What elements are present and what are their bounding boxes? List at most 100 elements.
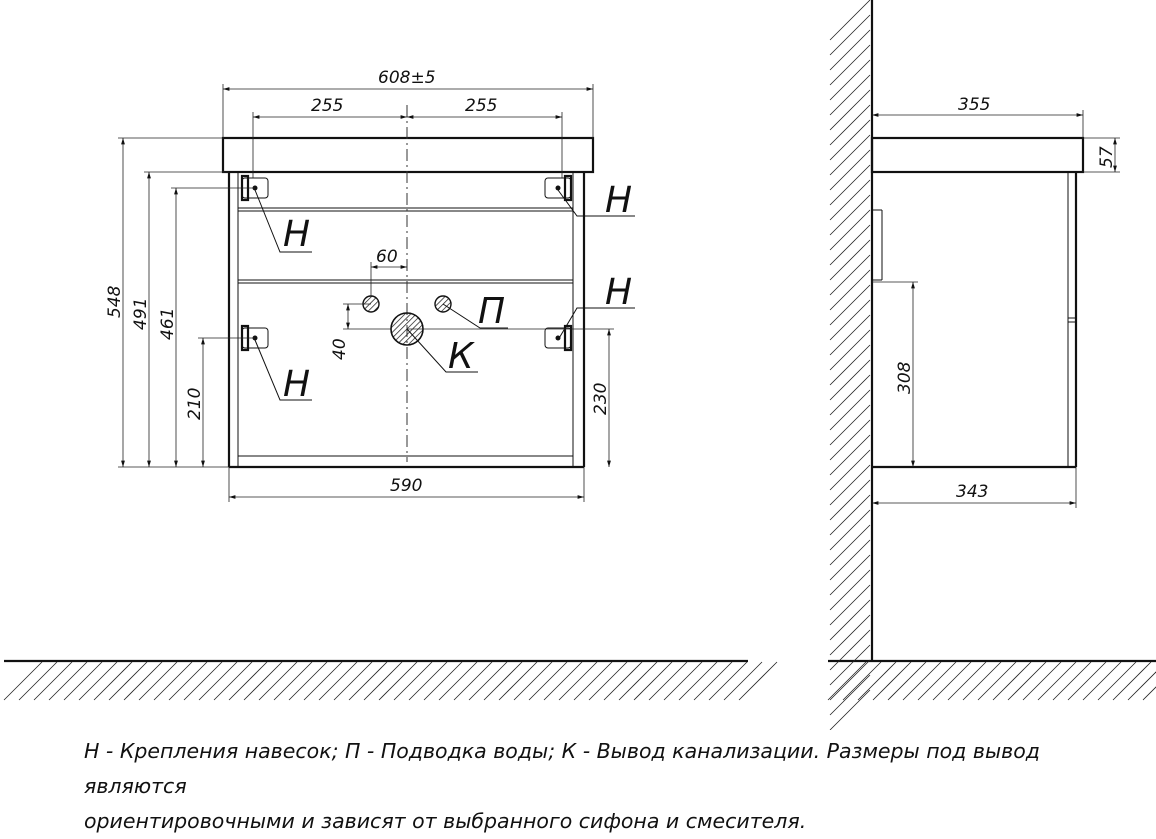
legend: Н - Крепления навесок; П - Подводка воды… [84, 734, 1144, 839]
hatch-line [829, 224, 871, 266]
hatch-line [829, 629, 871, 671]
hatch-line [829, 254, 871, 296]
hatch-line [408, 661, 448, 701]
dim-height-230-text: 230 [591, 383, 611, 415]
hatch-line [887, 661, 927, 701]
hatch-line [93, 661, 133, 701]
hatch-line [829, 479, 871, 521]
hatch-line [318, 661, 358, 701]
label-mount-bottom-left: Н [283, 364, 310, 405]
dim-pipe-offset-v: 40 [330, 303, 391, 360]
hatch-line [829, 164, 871, 206]
hatch-line [829, 419, 871, 461]
hatch-line [932, 661, 972, 701]
hatch-line [378, 661, 418, 701]
dim-pipe-offset-v-text: 40 [330, 338, 350, 360]
hatch-line [829, 449, 871, 491]
leader-mount-top-right: Н [557, 180, 635, 221]
dim-height-461-text: 461 [158, 308, 178, 340]
hatch-line [1052, 661, 1092, 701]
hatch-line [829, 89, 871, 131]
hatch-line [872, 661, 912, 701]
hatch-line [123, 661, 163, 701]
mount-bracket-top-right [544, 174, 573, 202]
hatch-line [78, 661, 118, 701]
leader-mount-top-left: Н [254, 189, 312, 255]
hatch-line [693, 661, 733, 701]
hatch-line [678, 661, 718, 701]
hatch-line [829, 284, 871, 326]
hatch-line [842, 661, 882, 701]
hatch-line [829, 374, 871, 416]
label-mount-top-right: Н [605, 180, 632, 221]
hatch-line [829, 314, 871, 356]
hatch-line [618, 661, 658, 701]
dim-half-left-text: 255 [311, 96, 343, 116]
dim-height-491-text: 491 [131, 298, 151, 330]
dim-total-width: 608±5 [222, 68, 594, 138]
hatch-line [468, 661, 508, 701]
dim-side-thickness: 57 [1083, 137, 1120, 173]
hatch-line [513, 661, 553, 701]
dim-pipe-offset-h: 60 [370, 247, 407, 296]
hatch-line [829, 0, 871, 41]
dim-side-thickness-text: 57 [1097, 146, 1117, 168]
dim-side-bottom-depth: 343 [872, 467, 1077, 508]
hatch-line [363, 661, 403, 701]
hatch-line [1142, 686, 1156, 701]
hatch-line [829, 404, 871, 446]
hatch-line [723, 661, 763, 701]
hatch-line [829, 359, 871, 401]
hatch-line [829, 194, 871, 236]
hatch-line [588, 661, 628, 701]
hatch-line [829, 389, 871, 431]
hatch-line [829, 29, 871, 71]
hatch-line [573, 661, 613, 701]
hatch-line [33, 661, 73, 701]
hatch-line [168, 661, 208, 701]
hatch-line [829, 614, 871, 656]
hatch-line [708, 661, 748, 701]
hatch-line [829, 149, 871, 191]
dim-bottom-width: 590 [228, 467, 585, 502]
label-mount-bottom-right: Н [605, 272, 632, 313]
floor-left [3, 659, 778, 701]
hatch-line [829, 344, 871, 386]
hatch-line [1082, 661, 1122, 701]
dim-height-210: 210 [185, 337, 255, 467]
dim-side-top-depth-text: 355 [958, 95, 990, 115]
hatch-line [829, 599, 871, 641]
hatch-line [829, 464, 871, 506]
dim-half-right-text: 255 [465, 96, 497, 116]
hatch-line [829, 569, 871, 611]
hatch-line [273, 661, 313, 701]
hatch-line [423, 661, 463, 701]
label-mount-top-left: Н [283, 214, 310, 255]
hatch-line [829, 434, 871, 476]
hatch-line [648, 661, 688, 701]
hatch-line [633, 661, 673, 701]
hatch-line [228, 661, 268, 701]
hatch-line [829, 14, 871, 56]
dim-side-bottom-depth-text: 343 [956, 482, 988, 502]
dim-halves: 255 255 [252, 96, 563, 178]
dim-side-inner-height: 308 [872, 281, 918, 467]
legend-line-2: ориентировочными и зависят от выбранного… [84, 809, 807, 833]
hatch-line [1007, 661, 1047, 701]
hatch-line [63, 661, 103, 701]
hatch-line [977, 661, 1017, 701]
dim-height-230: 230 [407, 328, 614, 467]
hatch-line [829, 509, 871, 551]
dim-side-inner-height-text: 308 [895, 361, 915, 394]
hatch-line [947, 661, 987, 701]
hatch-line [1037, 661, 1077, 701]
dim-height-548-text: 548 [105, 285, 125, 318]
leader-water: П [442, 291, 508, 332]
hatch-line [1022, 661, 1062, 701]
hatch-line [829, 494, 871, 536]
mount-bracket-bottom-right [544, 324, 573, 352]
hatch-line [827, 661, 867, 701]
hatch-line [138, 661, 178, 701]
hatch-line [213, 661, 253, 701]
wall [829, 0, 874, 730]
